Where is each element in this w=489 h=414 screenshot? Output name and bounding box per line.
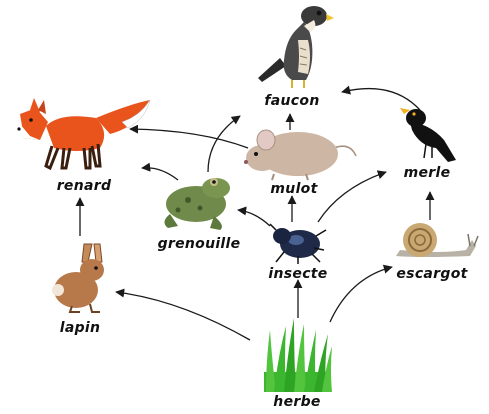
frog-icon — [164, 178, 230, 230]
snail-icon — [396, 223, 478, 257]
label-escargot: escargot — [396, 266, 467, 282]
label-grenouille: grenouille — [158, 236, 241, 252]
fox-icon — [17, 98, 150, 168]
mouse-icon — [244, 130, 356, 180]
arrow-merle-to-faucon — [342, 89, 420, 110]
label-renard: renard — [57, 178, 112, 194]
arrows — [80, 89, 430, 340]
arrow-insecte-to-merle — [318, 172, 386, 222]
arrow-herbe-to-escargot — [330, 267, 392, 322]
grass-icon — [264, 318, 332, 392]
arrow-insecte-to-grenouille — [238, 210, 270, 226]
arrow-grenouille-to-renard — [142, 168, 178, 180]
blackbird-icon — [400, 108, 456, 162]
label-herbe: herbe — [273, 394, 320, 410]
label-faucon: faucon — [264, 93, 319, 109]
label-merle: merle — [404, 165, 451, 181]
arrow-mulot-to-renard — [130, 129, 248, 148]
beetle-icon — [270, 224, 326, 264]
label-lapin: lapin — [60, 320, 101, 336]
arrow-herbe-to-lapin — [116, 292, 250, 340]
label-mulot: mulot — [270, 181, 317, 197]
rabbit-icon — [52, 244, 104, 312]
label-insecte: insecte — [268, 266, 327, 282]
falcon-icon — [258, 6, 334, 88]
